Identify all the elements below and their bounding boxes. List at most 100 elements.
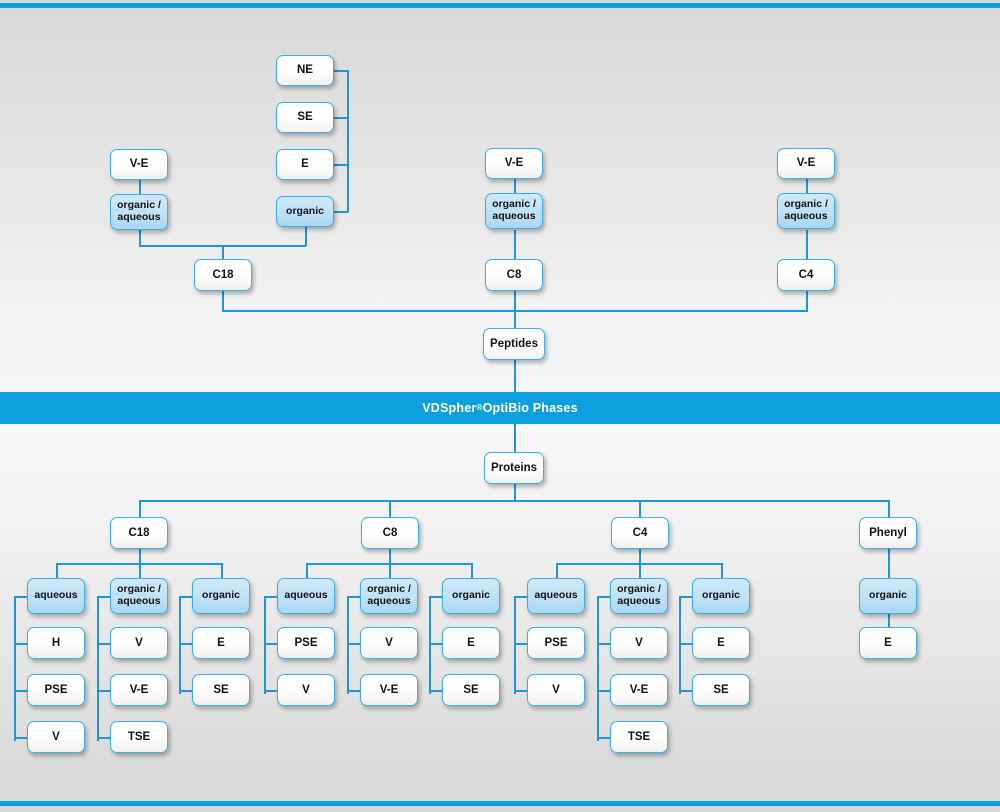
node-bottom-c4-mode-organic-aqueous[interactable]: organic / aqueous xyxy=(610,578,668,614)
node-label-line2: aqueous xyxy=(492,210,536,222)
connector-c8b-oa-child2 xyxy=(347,690,361,692)
connector-c8b-aqueous-rail xyxy=(264,596,266,694)
node-bottom-c8-oa-v[interactable]: V xyxy=(360,627,418,659)
node-bottom-c4-aqueous-v[interactable]: V xyxy=(527,674,585,706)
connector-bus-to-c8 xyxy=(389,500,391,518)
connector-c4b-oa-child2 xyxy=(597,690,611,692)
connector-c8b-org-stub xyxy=(429,596,443,598)
node-top-c18-organic-e[interactable]: E xyxy=(276,149,334,180)
node-bottom-branch-c4[interactable]: C4 xyxy=(611,517,669,549)
connector-c18b-org-stub xyxy=(179,596,193,598)
node-label-line2: aqueous xyxy=(367,595,411,607)
node-bottom-branch-c8[interactable]: C8 xyxy=(361,517,419,549)
connector-c8b-oa-child1 xyxy=(347,643,361,645)
node-label: C8 xyxy=(382,526,398,539)
node-bottom-c18-aqueous-h[interactable]: H xyxy=(27,627,85,659)
node-label: C4 xyxy=(798,268,814,281)
node-top-branch-c4[interactable]: C4 xyxy=(777,259,835,291)
connector-c18b-aqueous-rail xyxy=(14,596,16,741)
connector-c8b-to-organic xyxy=(471,563,473,579)
node-bottom-c4-aqueous-pse[interactable]: PSE xyxy=(527,627,585,659)
node-bottom-c4-oa-ve[interactable]: V-E xyxy=(610,674,668,706)
node-label-wrap: organic / aqueous xyxy=(492,198,536,223)
node-label: TSE xyxy=(127,730,151,743)
node-label: C18 xyxy=(212,268,234,281)
connector-c8b-aqueous-child2 xyxy=(264,690,278,692)
node-label-wrap: organic / aqueous xyxy=(117,583,161,608)
node-top-c4-mode-organic-aqueous[interactable]: organic / aqueous xyxy=(777,193,835,229)
node-top-c18-mode-organic[interactable]: organic xyxy=(276,196,334,227)
node-bottom-c8-org-e[interactable]: E xyxy=(442,627,500,659)
node-bottom-c18-org-e[interactable]: E xyxy=(192,627,250,659)
node-label: V xyxy=(552,683,560,696)
node-bottom-c18-mode-organic[interactable]: organic xyxy=(192,578,250,614)
node-bottom-c8-org-se[interactable]: SE xyxy=(442,674,500,706)
node-label: V-E xyxy=(504,157,524,170)
node-bottom-branch-c18[interactable]: C18 xyxy=(110,517,168,549)
node-bottom-c4-org-se[interactable]: SE xyxy=(692,674,750,706)
bottom-accent-rule xyxy=(0,801,1000,806)
connector-c18b-oa-rail xyxy=(97,596,99,741)
node-top-c18-organic-se[interactable]: SE xyxy=(276,102,334,133)
node-bottom-c8-mode-organic[interactable]: organic xyxy=(442,578,500,614)
connector-c18b-aqueous-child2 xyxy=(14,690,28,692)
connector-c4b-aqueous-rail xyxy=(514,596,516,694)
node-bottom-c18-oa-v[interactable]: V xyxy=(110,627,168,659)
node-label-line1: organic / xyxy=(617,583,661,596)
node-proteins-root[interactable]: Proteins xyxy=(484,452,544,484)
node-label-line1: organic / xyxy=(367,583,411,596)
node-bottom-c4-mode-organic[interactable]: organic xyxy=(692,578,750,614)
node-bottom-c4-oa-v[interactable]: V xyxy=(610,627,668,659)
node-bottom-c18-org-se[interactable]: SE xyxy=(192,674,250,706)
node-top-c8-organicaqueous-ve[interactable]: V-E xyxy=(485,148,543,179)
connector-c4b-down xyxy=(639,549,641,564)
connector-bus-to-c4 xyxy=(639,500,641,518)
node-label: V-E xyxy=(629,683,649,696)
node-label: organic xyxy=(702,589,740,602)
node-bottom-c18-oa-ve[interactable]: V-E xyxy=(110,674,168,706)
node-label: Peptides xyxy=(490,337,538,350)
node-bottom-c18-mode-organic-aqueous[interactable]: organic / aqueous xyxy=(110,578,168,614)
node-top-branch-c18[interactable]: C18 xyxy=(194,259,252,291)
connector-c18b-oa-child1 xyxy=(97,643,111,645)
connector-c4b-to-aqueous xyxy=(556,563,558,579)
node-bottom-c18-aqueous-v[interactable]: V xyxy=(27,721,85,753)
node-bottom-c18-mode-aqueous[interactable]: aqueous xyxy=(27,578,85,614)
node-top-c18-mode-organic-aqueous[interactable]: organic / aqueous xyxy=(110,194,168,230)
node-bottom-phenyl-mode-organic[interactable]: organic xyxy=(859,578,917,614)
connector-c8b-aqueous-child1 xyxy=(264,643,278,645)
node-bottom-c8-mode-aqueous[interactable]: aqueous xyxy=(277,578,335,614)
connector-organic-to-bracket xyxy=(334,211,348,213)
node-label-line1: organic / xyxy=(117,583,161,596)
node-top-c18-organicaqueous-ve[interactable]: V-E xyxy=(110,149,168,180)
node-bottom-c4-mode-aqueous[interactable]: aqueous xyxy=(527,578,585,614)
node-bottom-c4-oa-tse[interactable]: TSE xyxy=(610,721,668,753)
node-bottom-c8-oa-ve[interactable]: V-E xyxy=(360,674,418,706)
node-label: aqueous xyxy=(534,589,578,602)
connector-c4-oa-to-c4 xyxy=(806,230,808,260)
node-bottom-phenyl-org-e[interactable]: E xyxy=(859,627,917,659)
node-top-branch-c8[interactable]: C8 xyxy=(485,259,543,291)
node-label: H xyxy=(51,636,61,649)
node-label: V-E xyxy=(129,158,149,171)
connector-c8b-org-child1 xyxy=(429,643,443,645)
node-bottom-branch-phenyl[interactable]: Phenyl xyxy=(859,517,917,549)
node-label: Phenyl xyxy=(869,526,907,539)
connector-c18-mode-oa-down xyxy=(139,230,141,246)
connector-phenylb-to-organic xyxy=(888,549,890,578)
node-label-line1: organic / xyxy=(117,199,161,212)
node-bottom-c8-aqueous-pse[interactable]: PSE xyxy=(277,627,335,659)
node-bottom-c18-aqueous-pse[interactable]: PSE xyxy=(27,674,85,706)
node-bottom-c8-aqueous-v[interactable]: V xyxy=(277,674,335,706)
node-top-c8-mode-organic-aqueous[interactable]: organic / aqueous xyxy=(485,193,543,229)
connector-banner-to-proteins xyxy=(514,424,516,452)
node-bottom-c8-mode-organic-aqueous[interactable]: organic / aqueous xyxy=(360,578,418,614)
connector-c4b-aqueous-child1 xyxy=(514,643,528,645)
connector-c18b-org-rail xyxy=(179,596,181,694)
node-top-c4-organicaqueous-ve[interactable]: V-E xyxy=(777,148,835,179)
node-bottom-c4-org-e[interactable]: E xyxy=(692,627,750,659)
node-top-c18-organic-ne[interactable]: NE xyxy=(276,55,334,86)
node-peptides-root[interactable]: Peptides xyxy=(483,328,545,360)
node-bottom-c18-oa-tse[interactable]: TSE xyxy=(110,721,168,753)
